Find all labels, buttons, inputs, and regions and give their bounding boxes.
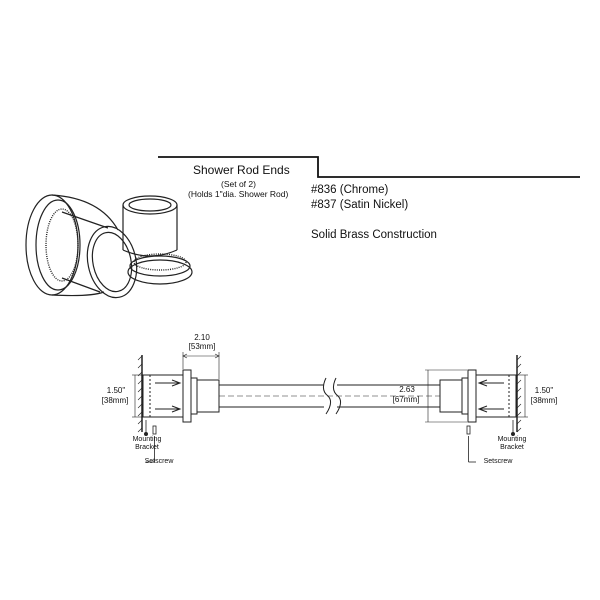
width-in-label: 2.10 xyxy=(194,333,210,342)
right-mounting-label: Mounting xyxy=(497,436,527,443)
left-height-in-label: 1.50" xyxy=(106,386,126,395)
tech-drawing xyxy=(132,352,528,463)
set-note: (Set of 2) xyxy=(221,179,256,189)
left-setscrew-label: Setscrew xyxy=(144,458,174,465)
left-height-mm-label: [38mm] xyxy=(101,396,129,405)
right-height-mm-label: [38mm] xyxy=(530,396,558,405)
left-bracket-label: Bracket xyxy=(135,444,159,451)
right-height-in-label: 1.50" xyxy=(534,386,554,395)
model-chrome: #836 (Chrome) xyxy=(311,184,389,196)
width-mm-label: [53mm] xyxy=(188,342,216,351)
model-satin-nickel: #837 (Satin Nickel) xyxy=(311,199,409,211)
header-rule xyxy=(158,156,580,178)
right-bracket-label: Bracket xyxy=(500,444,524,451)
product-illustration xyxy=(25,194,193,299)
right-setscrew-label: Setscrew xyxy=(483,458,513,465)
construction-note: Solid Brass Construction xyxy=(311,229,437,241)
depth-in-label: 2.63 xyxy=(399,385,415,394)
product-title: Shower Rod Ends xyxy=(193,163,290,177)
depth-mm-label: [67mm] xyxy=(392,395,420,404)
left-mounting-label: Mounting xyxy=(132,436,162,443)
holds-note: (Holds 1"dia. Shower Rod) xyxy=(188,189,289,199)
